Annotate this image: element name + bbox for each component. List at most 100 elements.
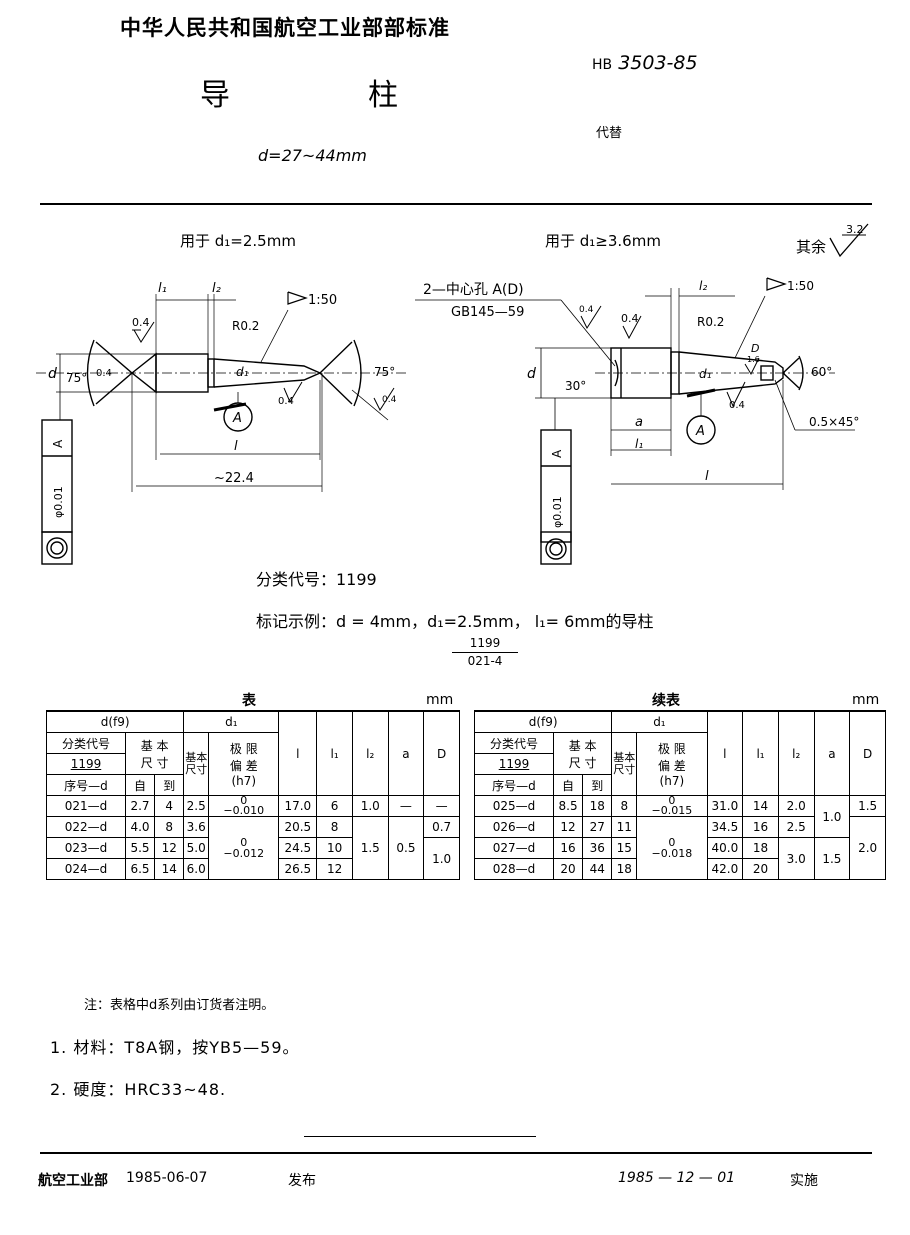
cell-to: 44 — [582, 858, 613, 880]
th-d: d(f9) — [45, 710, 185, 733]
marking-example-text: d = 4mm，d₁=2.5mm， l₁= 6mm的导柱 — [336, 612, 654, 631]
th-l1: l₁ — [316, 710, 353, 796]
left-rough-label: 0.4 — [278, 396, 294, 407]
footer-rule — [40, 1152, 872, 1154]
left-datum-label: A — [232, 411, 242, 426]
cell-seq: 028—d — [474, 858, 554, 880]
right-table-caption: 续表 — [652, 693, 680, 709]
cell-dev: 0−0.012 — [208, 816, 280, 880]
right-d1-label: d₁ — [699, 367, 712, 381]
right-a-label: a — [635, 415, 643, 430]
cell-to: 4 — [154, 795, 185, 817]
cell-d1: 3.6 — [183, 816, 210, 838]
right-taper-label: 1:50 — [787, 279, 814, 293]
standard-number: HB 3503-85 — [592, 52, 698, 74]
right-center-hole: 2—中心孔 A(D) — [423, 282, 524, 298]
left-table-unit: mm — [426, 692, 454, 708]
cell-dev-bottom: −0.018 — [651, 847, 693, 860]
cell-D: — — [423, 795, 460, 817]
cell-dev: 0−0.018 — [636, 816, 708, 880]
th-l2: l₂ — [351, 710, 389, 796]
th-seq: 序号—d — [46, 774, 126, 796]
marking-example-label: 标记示例： — [256, 612, 337, 631]
left-overall-label: ~22.4 — [214, 471, 254, 486]
cell-from: 20 — [552, 858, 584, 880]
right-30-label: 30° — [565, 379, 586, 393]
table-row: 024—d 6.5 14 6.0 26.5 12 — [46, 858, 460, 880]
cell-seq: 025—d — [474, 795, 554, 817]
right-table-unit: mm — [852, 692, 880, 708]
table-row: 022—d 4.0 8 3.6 0−0.012 20.5 8 1.5 0.5 0… — [46, 816, 460, 880]
left-tol-datum: A — [51, 439, 65, 448]
cell-l1: 18 — [742, 837, 779, 859]
th-l2: l₂ — [777, 710, 815, 796]
cell-l: 26.5 — [278, 858, 318, 880]
cell-d1: 6.0 — [183, 858, 210, 880]
table-row: 025—d 8.5 18 8 0−0.015 31.0 14 2.0 1.0 1… — [474, 795, 886, 838]
left-rough-04b: 0.4 — [96, 368, 112, 379]
right-radius-label: R0.2 — [697, 315, 724, 329]
left-d1-label: d₁ — [236, 365, 249, 379]
th-from: 自 — [552, 774, 584, 796]
cell-dev-bottom: −0.015 — [651, 804, 693, 817]
th-size: 尺 寸 — [568, 755, 597, 770]
cell-a: 1.5 — [813, 837, 851, 880]
cell-from: 8.5 — [552, 795, 584, 817]
cell-dev-top: 0 — [240, 794, 248, 807]
remaining-roughness-label: 其余 — [796, 238, 827, 256]
cell-dev: 0−0.010 — [208, 794, 280, 817]
title-char-2: 柱 — [368, 78, 398, 113]
cell-l: 40.0 — [706, 837, 744, 859]
cell-l: 24.5 — [278, 837, 318, 859]
footer-issuer: 航空工业部 — [38, 1173, 108, 1189]
standard-prefix: HB — [592, 57, 613, 73]
footer-issue-date: 1985-06-07 — [126, 1170, 208, 1186]
cell-seq: 022—d — [46, 816, 126, 838]
cell-l1: 10 — [316, 837, 353, 859]
right-rough-04: 0.4 — [621, 312, 639, 325]
left-tol-value: φ0.01 — [52, 486, 65, 518]
cell-a: 0.5 — [387, 816, 425, 880]
cell-l2: 3.0 — [777, 837, 815, 880]
left-ra-label: 0.4 — [382, 395, 397, 405]
th-size: 尺 寸 — [140, 755, 169, 770]
cell-l: 31.0 — [706, 795, 744, 817]
th-h7: (h7) — [659, 774, 685, 788]
fraction-line — [452, 652, 518, 653]
th-a: a — [813, 710, 851, 796]
left-taper-label: 1:50 — [308, 293, 337, 308]
left-radius-label: R0.2 — [232, 319, 259, 333]
fraction-bottom: 021-4 — [467, 654, 503, 668]
table-row: 023—d 5.5 12 5.0 24.5 10 1.0 — [46, 837, 460, 880]
th-d: d(f9) — [473, 710, 613, 733]
th-base-size: 基 本尺 寸 — [552, 732, 613, 775]
table-note: 注：表格中d系列由订货者注明。 — [84, 998, 275, 1013]
th-d1-base: 基本尺寸 — [183, 732, 210, 796]
cell-seq: 026—d — [474, 816, 554, 838]
table-row: 028—d 20 44 18 42.0 20 — [474, 858, 886, 880]
cell-dev-top: 0 — [668, 836, 676, 849]
th-d1: d₁ — [183, 710, 280, 733]
th-base: 基 本 — [568, 738, 597, 753]
cell-l2: 2.5 — [777, 816, 815, 838]
th-code: 分类代号 — [46, 732, 126, 754]
footer-effective-date: 1985 — 12 — 01 — [618, 1170, 736, 1186]
cell-from: 16 — [552, 837, 584, 859]
cell-dev: 0−0.015 — [636, 795, 708, 817]
cell-to: 27 — [582, 816, 613, 838]
cell-to: 36 — [582, 837, 613, 859]
cell-d1: 18 — [611, 858, 638, 880]
th-to: 到 — [154, 774, 185, 796]
header-rule — [40, 203, 872, 205]
cell-l1: 20 — [742, 858, 779, 880]
remaining-ra-value: 3.2 — [846, 223, 864, 236]
right-datum-label: A — [695, 424, 705, 439]
cell-l: 34.5 — [706, 816, 744, 838]
cell-d1: 5.0 — [183, 837, 210, 859]
cell-D: 2.0 — [849, 816, 886, 880]
right-D-label: D — [751, 342, 759, 355]
cell-d1: 2.5 — [183, 795, 210, 817]
footer-short-rule — [304, 1136, 536, 1137]
cell-from: 5.5 — [124, 837, 156, 859]
cell-from: 6.5 — [124, 858, 156, 880]
